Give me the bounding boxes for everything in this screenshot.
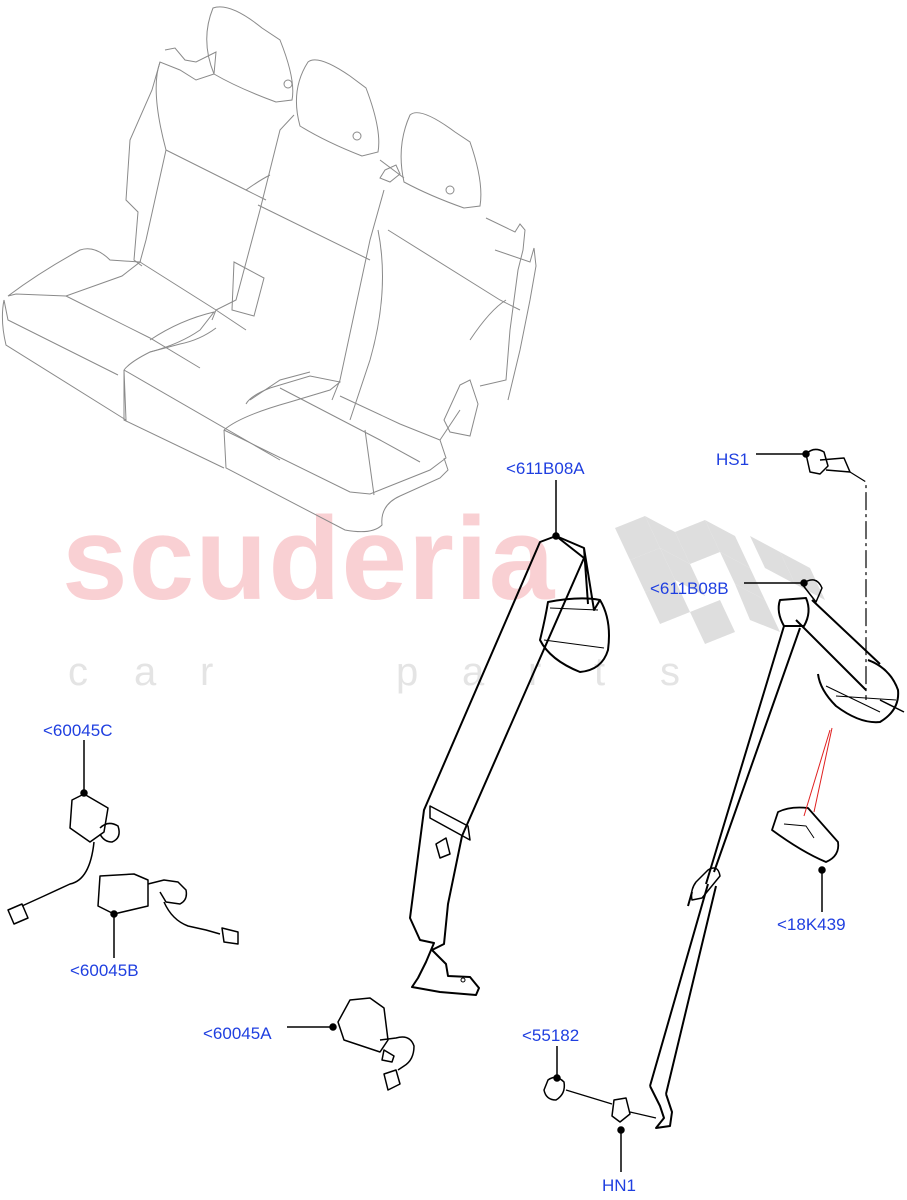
seatbelt-611B08A — [409, 535, 610, 996]
cap-55182 — [543, 1076, 566, 1101]
callout-HN1[interactable]: HN1 — [602, 1176, 637, 1195]
callout-60045C[interactable]: <60045C — [43, 721, 113, 740]
headrest-left — [206, 6, 294, 103]
watermark-brand: scuderia — [62, 493, 556, 625]
assembly-dashed-line — [849, 471, 867, 700]
headrest-right — [400, 112, 482, 209]
buckle-60045C — [7, 793, 120, 925]
buckle-60045A — [337, 997, 415, 1091]
cover-18K439 — [771, 806, 840, 863]
callout-611B08A[interactable]: <611B08A — [506, 459, 585, 478]
callout-HS1[interactable]: HS1 — [716, 450, 750, 469]
seat-armrest-flap — [231, 261, 265, 317]
callout-55182[interactable]: <55182 — [522, 1026, 580, 1045]
buckle-60045B — [97, 873, 239, 945]
callout-60045B[interactable]: <60045B — [70, 961, 139, 980]
callout-611B08B[interactable]: <611B08B — [650, 579, 729, 598]
headrest-center — [295, 59, 380, 157]
nut-HN1 — [611, 1097, 631, 1123]
callout-60045A[interactable]: <60045A — [203, 1024, 272, 1043]
bolt-HS1 — [805, 448, 851, 475]
callout-18K439[interactable]: <18K439 — [777, 915, 846, 934]
retractor-left — [539, 597, 610, 673]
